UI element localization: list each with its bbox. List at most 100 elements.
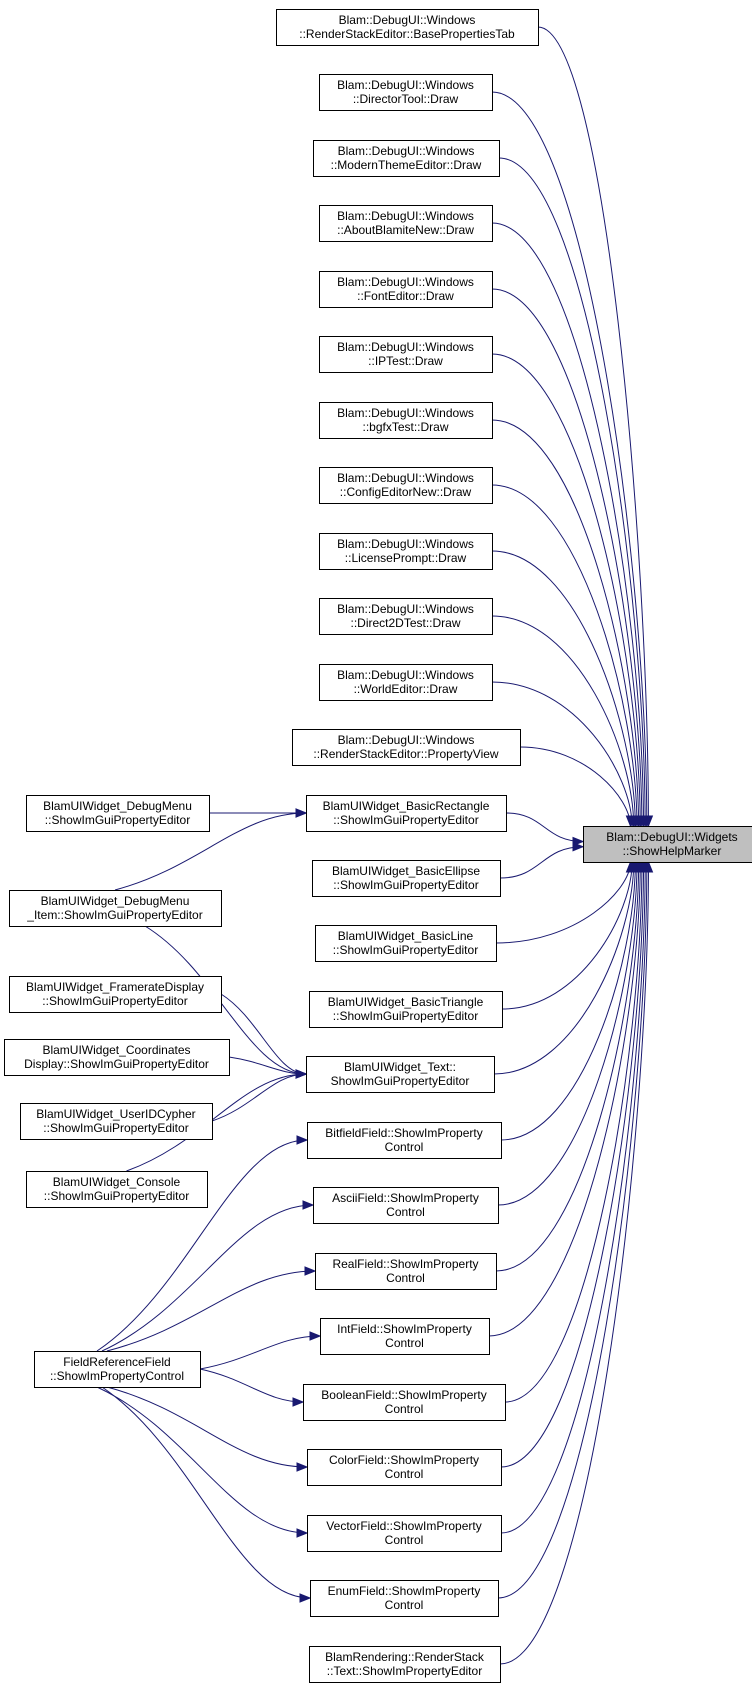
node-n21[interactable]: IntField::ShowImPropertyControl — [320, 1318, 490, 1355]
node-n10[interactable]: Blam::DebugUI::Windows::Direct2DTest::Dr… — [319, 598, 493, 635]
edge-n23-to-target — [500, 860, 649, 1468]
edge-line — [500, 861, 646, 1534]
arrowhead — [292, 1397, 305, 1407]
edge-line — [101, 1204, 314, 1352]
node-label-line: Blam::DebugUI::Windows — [337, 209, 474, 223]
node-label-line: Blam::DebugUI::Windows — [338, 733, 475, 747]
node-n24[interactable]: VectorField::ShowImPropertyControl — [307, 1515, 502, 1552]
node-box — [307, 1122, 502, 1159]
node-box — [319, 533, 493, 570]
node-n5[interactable]: Blam::DebugUI::Windows::FontEditor::Draw — [319, 271, 493, 308]
node-n12[interactable]: Blam::DebugUI::Windows::RenderStackEdito… — [292, 729, 521, 766]
node-box — [307, 1449, 502, 1486]
node-label-line: ::ShowImGuiPropertyEditor — [44, 1189, 189, 1203]
node-label-line: Control — [386, 1271, 425, 1285]
edge-n9-to-target — [491, 550, 641, 828]
node-n16[interactable]: BlamUIWidget_BasicTriangle::ShowImGuiPro… — [309, 991, 503, 1028]
arrowhead — [295, 1069, 308, 1079]
node-label-line: _Item::ShowImGuiPropertyEditor — [26, 908, 202, 922]
node-n3[interactable]: Blam::DebugUI::Windows::ModernThemeEdito… — [313, 140, 500, 177]
edge-line — [500, 861, 645, 1468]
node-n13[interactable]: BlamUIWidget_BasicRectangle::ShowImGuiPr… — [306, 795, 507, 832]
node-label-line: ::ShowHelpMarker — [623, 844, 722, 858]
node-box — [315, 925, 497, 962]
node-n9[interactable]: Blam::DebugUI::Windows::LicensePrompt::D… — [319, 533, 493, 570]
node-n22[interactable]: BooleanField::ShowImPropertyControl — [303, 1384, 506, 1421]
node-n19[interactable]: AsciiField::ShowImPropertyControl — [313, 1187, 499, 1224]
node-l1[interactable]: BlamUIWidget_DebugMenu::ShowImGuiPropert… — [26, 795, 210, 832]
arrowhead — [304, 1266, 317, 1276]
node-n17[interactable]: BlamUIWidget_Text::ShowImGuiPropertyEdit… — [306, 1056, 495, 1093]
node-label-line: BlamUIWidget_FramerateDisplay — [26, 980, 204, 994]
node-n25[interactable]: EnumField::ShowImPropertyControl — [310, 1580, 499, 1617]
edge-n18-to-target — [500, 860, 641, 1141]
node-label-line: Control — [385, 1467, 424, 1481]
node-l3[interactable]: BlamUIWidget_FramerateDisplay::ShowImGui… — [9, 976, 222, 1013]
node-l2[interactable]: BlamUIWidget_DebugMenu_Item::ShowImGuiPr… — [9, 890, 222, 927]
node-n23[interactable]: ColorField::ShowImPropertyControl — [307, 1449, 502, 1486]
edge-line — [106, 1386, 308, 1468]
node-label-line: IntField::ShowImProperty — [337, 1322, 472, 1336]
node-n1[interactable]: Blam::DebugUI::Windows::RenderStackEdito… — [276, 9, 539, 46]
node-n4[interactable]: Blam::DebugUI::Windows::AboutBlamiteNew:… — [319, 205, 493, 242]
node-n15[interactable]: BlamUIWidget_BasicLine::ShowImGuiPropert… — [315, 925, 497, 962]
edge-line — [488, 861, 641, 1337]
node-label-line: Blam::DebugUI::Windows — [337, 78, 474, 92]
node-n14[interactable]: BlamUIWidget_BasicEllipse::ShowImGuiProp… — [312, 860, 501, 897]
arrowhead — [309, 1331, 322, 1341]
arrowhead — [296, 1528, 309, 1538]
edge-line — [491, 484, 638, 827]
edge-layer — [96, 26, 654, 1665]
edge-l6-to-n17 — [126, 1069, 308, 1172]
node-n2[interactable]: Blam::DebugUI::Windows::DirectorTool::Dr… — [319, 74, 493, 111]
node-box — [309, 1646, 501, 1683]
node-n11[interactable]: Blam::DebugUI::Windows::WorldEditor::Dra… — [319, 664, 493, 701]
edge-line — [491, 681, 633, 827]
node-n8[interactable]: Blam::DebugUI::Windows::ConfigEditorNew:… — [319, 467, 493, 504]
edge-line — [495, 861, 631, 944]
node-label-line: ::ModernThemeEditor::Draw — [331, 158, 482, 172]
edge-n15-to-target — [495, 860, 636, 944]
edge-n26-to-target — [499, 860, 654, 1665]
edge-line — [491, 222, 645, 827]
arrowhead — [302, 1200, 315, 1210]
node-label-line: Control — [385, 1336, 424, 1350]
node-layer: Blam::DebugUI::Windows::RenderStackEdito… — [4, 9, 752, 1683]
node-label-line: ::ShowImGuiPropertyEditor — [333, 943, 478, 957]
node-label-line: ::Text::ShowImPropertyEditor — [327, 1664, 482, 1678]
edge-line — [493, 861, 635, 1075]
node-label-line: Blam::DebugUI::Windows — [338, 144, 475, 158]
node-label-line: ::ShowImGuiPropertyEditor — [333, 878, 478, 892]
edge-l1-to-n13 — [209, 808, 308, 818]
node-n7[interactable]: Blam::DebugUI::Windows::bgfxTest::Draw — [319, 402, 493, 439]
edge-n14-to-target — [499, 841, 585, 879]
edge-line — [491, 550, 636, 827]
edge-n17-to-target — [493, 860, 639, 1075]
arrowhead — [295, 808, 308, 818]
node-l6[interactable]: BlamUIWidget_Console::ShowImGuiPropertyE… — [26, 1171, 208, 1208]
node-n18[interactable]: BitfieldField::ShowImPropertyControl — [307, 1122, 502, 1159]
edge-line — [499, 861, 649, 1665]
node-label-line: ::ShowImPropertyControl — [50, 1369, 184, 1383]
node-label-line: Blam::DebugUI::Windows — [337, 406, 474, 420]
node-n26[interactable]: BlamRendering::RenderStack::Text::ShowIm… — [309, 1646, 501, 1683]
node-box — [313, 140, 500, 177]
edge-line — [491, 353, 641, 827]
arrowhead — [296, 1462, 309, 1472]
node-label-line: Control — [385, 1140, 424, 1154]
node-target-showhelpmarker[interactable]: Blam::DebugUI::Widgets::ShowHelpMarker — [583, 826, 752, 863]
node-label-line: BlamUIWidget_DebugMenu — [41, 894, 190, 908]
node-l5[interactable]: BlamUIWidget_UserIDCypher::ShowImGuiProp… — [20, 1103, 213, 1140]
node-box — [303, 1384, 506, 1421]
node-label-line: Blam::DebugUI::Windows — [337, 537, 474, 551]
node-l4[interactable]: BlamUIWidget_CoordinatesDisplay::ShowImG… — [4, 1039, 230, 1076]
node-label-line: Control — [385, 1402, 424, 1416]
edge-line — [199, 1335, 321, 1370]
node-box — [319, 598, 493, 635]
node-box — [319, 336, 493, 373]
node-n20[interactable]: RealField::ShowImPropertyControl — [315, 1253, 497, 1290]
node-box — [319, 74, 493, 111]
node-n6[interactable]: Blam::DebugUI::Windows::IPTest::Draw — [319, 336, 493, 373]
edge-line — [491, 91, 648, 827]
node-l7[interactable]: FieldReferenceField::ShowImPropertyContr… — [34, 1351, 201, 1388]
